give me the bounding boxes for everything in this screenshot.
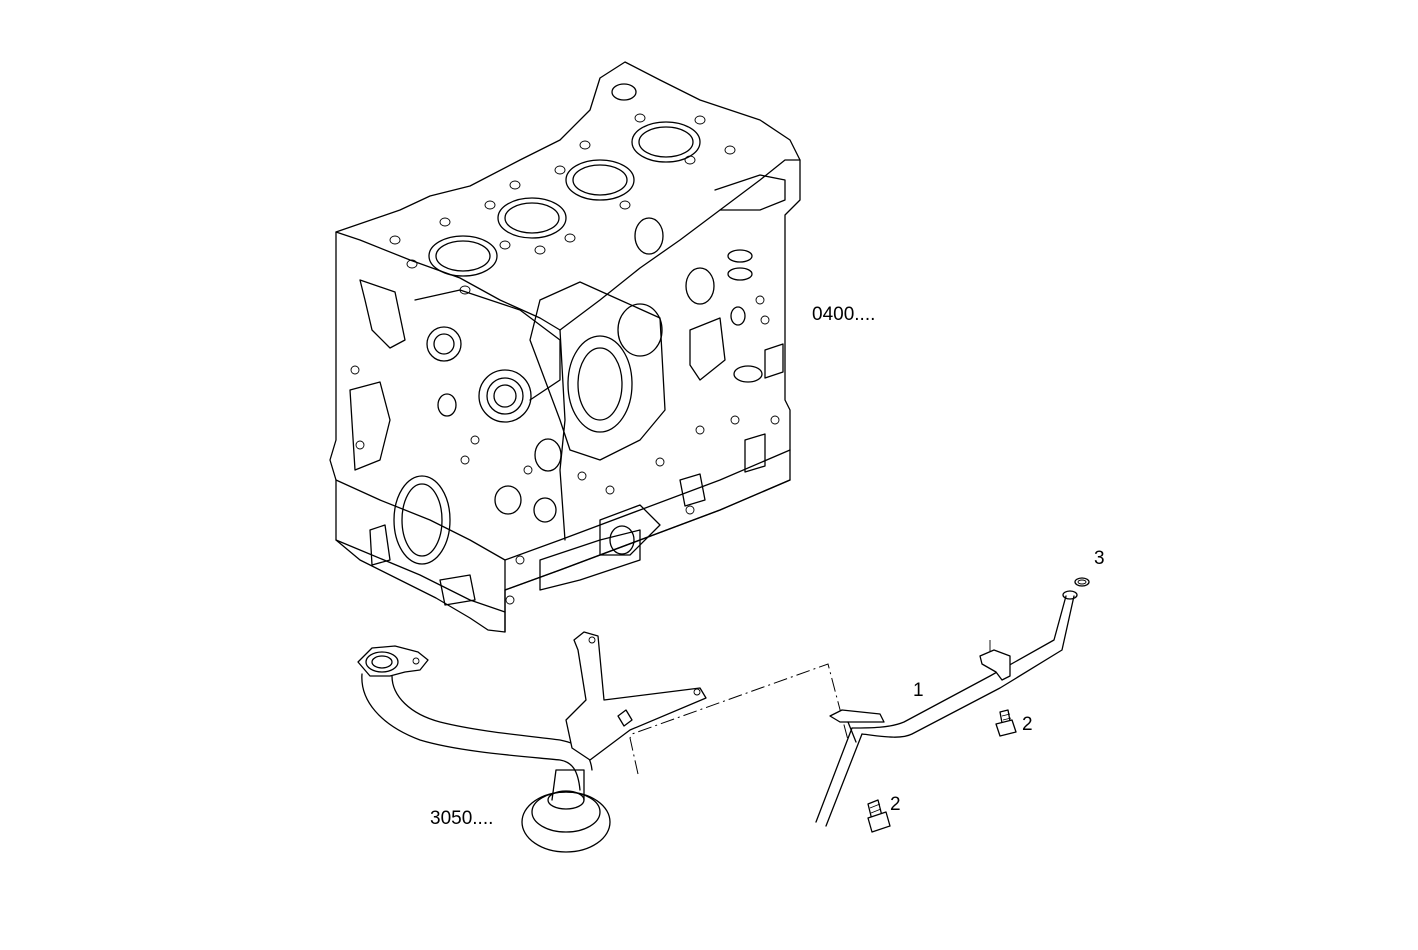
oil-pump-assembly-drawing — [357, 631, 707, 853]
dipstick-tube-drawing — [815, 590, 1078, 827]
callout-engine-block: 0400.... — [812, 304, 876, 325]
o-ring-drawing — [1074, 577, 1090, 587]
callout-oil-pump: 3050.... — [430, 808, 494, 829]
callout-item-1: 1 — [913, 680, 924, 701]
screw-lower-drawing — [867, 799, 891, 833]
callout-item-2-lower: 2 — [890, 794, 901, 815]
screw-upper-drawing — [995, 709, 1017, 737]
assembly-centerline — [629, 663, 849, 775]
callout-item-2-upper: 2 — [1022, 714, 1033, 735]
engine-block-drawing — [329, 61, 801, 633]
callout-item-3: 3 — [1094, 548, 1105, 569]
